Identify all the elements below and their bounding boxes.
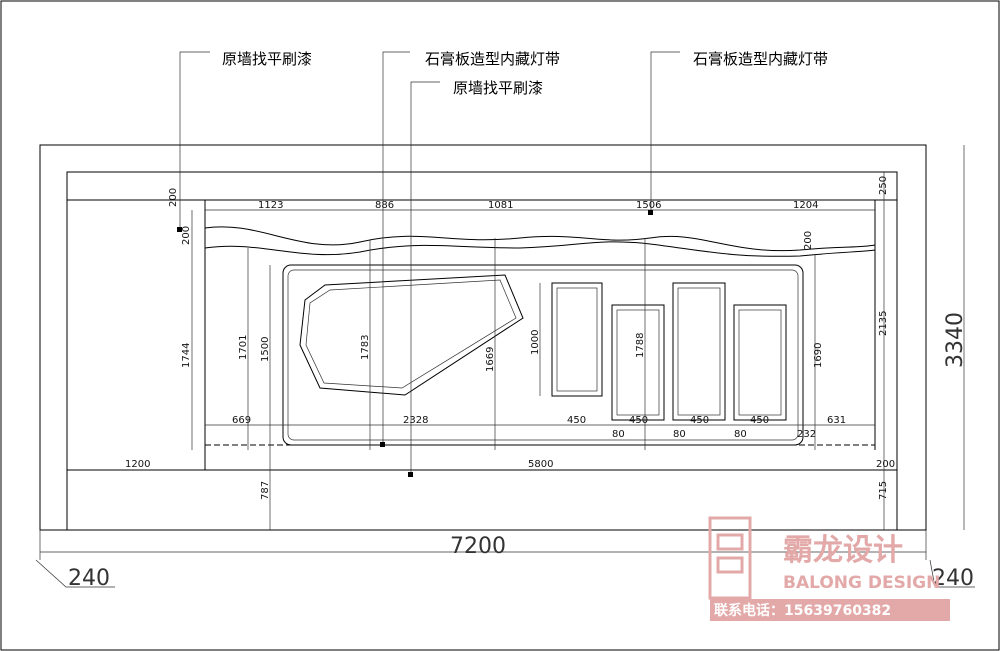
dim-450-d: 450 (750, 415, 769, 426)
dim-total-height: 3340 (943, 312, 968, 368)
dim-5800: 5800 (528, 459, 553, 470)
dim-2328: 2328 (403, 415, 428, 426)
dim-80-a: 80 (612, 429, 625, 440)
watermark-brand-en: BALONG DESIGN (783, 573, 940, 593)
dim-1690: 1690 (813, 343, 824, 368)
dim-450-b: 450 (629, 415, 648, 426)
dim-2135: 2135 (878, 311, 889, 336)
dim-631: 631 (827, 415, 846, 426)
dim-200-c: 200 (803, 231, 814, 250)
dim-787: 787 (260, 481, 271, 500)
dim-80-b: 80 (673, 429, 686, 440)
dim-80-c: 80 (734, 429, 747, 440)
dim-715: 715 (878, 481, 889, 500)
dim-1200: 1200 (125, 459, 150, 470)
logo-icon (708, 516, 752, 600)
dim-1788: 1788 (635, 333, 646, 358)
dim-200-a: 200 (168, 188, 179, 207)
wavy-gypsum-lower (204, 241, 876, 257)
label-wall-paint-1: 原墙找平刷漆 (222, 50, 312, 68)
label-wall-paint-2: 原墙找平刷漆 (453, 79, 543, 97)
dim-top-1081: 1081 (488, 200, 513, 211)
dim-250: 250 (878, 176, 889, 195)
dim-1783: 1783 (360, 335, 371, 360)
dim-top-1204: 1204 (793, 200, 818, 211)
dim-450-c: 450 (690, 415, 709, 426)
wavy-gypsum-upper (204, 226, 876, 252)
dim-top-1506: 1506 (636, 200, 661, 211)
watermark-contact: 联系电话：15639760382 (714, 602, 891, 619)
dim-1669: 1669 (485, 347, 496, 372)
dim-1744: 1744 (181, 343, 192, 368)
label-gypsum-light-1: 石膏板造型内藏灯带 (425, 50, 560, 68)
dim-wall-right: 240 (932, 566, 974, 591)
dim-200-b: 200 (181, 226, 192, 245)
box-2 (611, 304, 665, 421)
dim-450-a: 450 (567, 415, 586, 426)
dim-wall-left: 240 (68, 566, 110, 591)
dim-1500: 1500 (260, 337, 271, 362)
inner-wall (66, 171, 898, 531)
dim-top-886: 886 (375, 200, 394, 211)
dim-total-width: 7200 (450, 534, 506, 559)
watermark-brand-cn: 霸龙设计 (783, 533, 903, 568)
dim-1000: 1000 (530, 330, 541, 355)
dim-669: 669 (232, 415, 251, 426)
watermark: 霸龙设计 BALONG DESIGN 联系电话：15639760382 (708, 516, 950, 621)
label-gypsum-light-2: 石膏板造型内藏灯带 (693, 50, 828, 68)
dim-top-1123: 1123 (258, 200, 283, 211)
dim-232: 232 (797, 429, 816, 440)
dim-200-d: 200 (876, 459, 895, 470)
box-4 (733, 304, 787, 421)
box-3 (672, 282, 726, 421)
polygon-panel (299, 274, 524, 396)
dim-1701: 1701 (238, 335, 249, 360)
box-1 (551, 282, 603, 397)
